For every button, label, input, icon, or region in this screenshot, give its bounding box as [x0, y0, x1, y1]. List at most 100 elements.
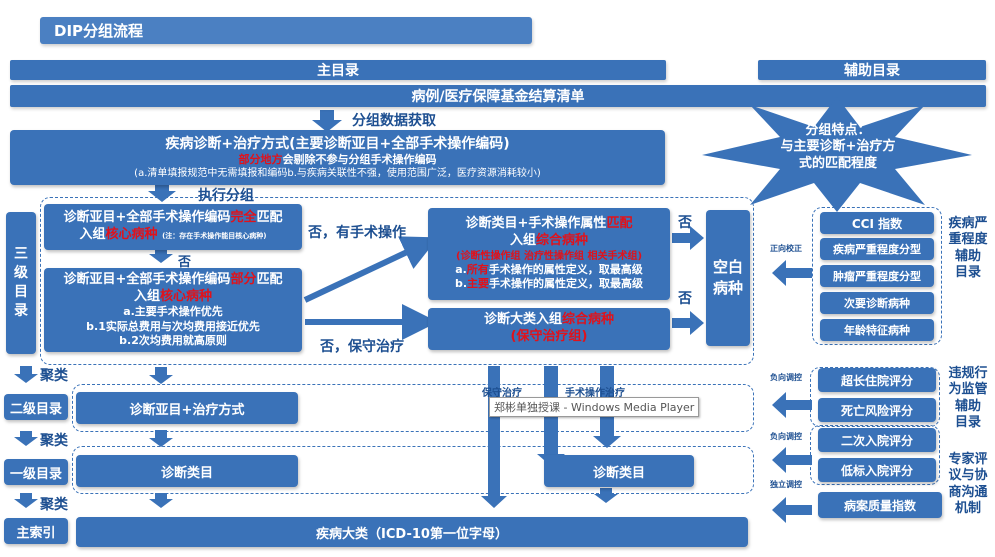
level2-box: 诊断亚目+治疗方式	[76, 392, 298, 424]
cluster-label-2: 聚类	[40, 433, 68, 449]
full-match-a: 诊断亚目+全部手术操作编码	[63, 210, 231, 226]
op-attr-rule-a-prefix: a.	[455, 263, 467, 277]
aux-region-severity	[812, 207, 942, 345]
op-attr-rule-b-prefix: b.	[454, 277, 468, 291]
exec-group-label: 执行分组	[198, 188, 254, 204]
aux-severity-label: 疾病严 重程度 辅助 目录	[948, 216, 988, 280]
level1-box-left-text: 诊断类目	[160, 465, 213, 481]
op-attr-rule-b-text: 手术操作的属性定义，取最高级	[489, 277, 644, 291]
no-conservative-label: 否，保守治疗	[320, 339, 404, 355]
arrow-down-exec	[148, 183, 176, 202]
op-attr-b-red: 综合病种	[536, 233, 589, 249]
aux-death-risk-text: 死亡风险评分	[840, 403, 913, 418]
arrow-left-cluster3	[14, 493, 38, 508]
level3-label-text: 三 级 目 录	[14, 246, 28, 319]
aux-region-neg2	[810, 425, 940, 485]
aux-tumor-severity: 肿瘤严重程度分型	[820, 265, 934, 287]
aux-secondary-diagnosis-text: 次要诊断病种	[844, 297, 910, 310]
top-box-line2-text: 会剔除不参与分组手术操作编码	[282, 152, 437, 166]
big-cat-line1: 诊断大类入组综合病种	[484, 312, 614, 329]
level1-box-left: 诊断类目	[76, 455, 298, 487]
cluster-label-3: 聚类	[40, 497, 68, 513]
feature-star	[702, 97, 972, 212]
arrow-right-big	[672, 311, 704, 335]
big-cat-a: 诊断大类入组	[483, 312, 562, 328]
op-attr-rule-b-red: 主要	[467, 277, 490, 291]
aux-cci: CCI 指数	[820, 212, 934, 234]
main-index-label: 主索引	[4, 518, 68, 544]
partial-match-rule3: b.2次均费用就高原则	[119, 334, 227, 348]
level1-box-right: 诊断类目	[544, 455, 694, 487]
cluster-label-1: 聚类	[40, 368, 68, 384]
aux-catalog-bar: 辅助目录	[758, 60, 986, 80]
top-box-line3: (a.清单填报规范中无需填报和编码b.与疾病关联性不强，使用范围广泛，医疗资源消…	[134, 168, 541, 180]
arrow-down-cons	[481, 366, 507, 508]
full-match-a2: 匹配	[256, 210, 283, 226]
neg-adjust-label-2: 负向调控	[770, 432, 802, 441]
level2-box-text: 诊断亚目+治疗方式	[129, 402, 245, 418]
arrow-left-cluster1	[14, 366, 38, 383]
neg-adjust-label-1: 负向调控	[770, 373, 802, 382]
aux-disease-severity-text: 疾病严重程度分型	[833, 243, 921, 256]
aux-record-quality: 病案质量指数	[818, 492, 942, 518]
page-title: DIP分组流程	[40, 17, 532, 44]
aux-long-stay: 超长住院评分	[818, 368, 936, 392]
op-attr-rule-a: a.所有手术操作的属性定义，取最高级	[455, 263, 643, 277]
arrow-down-lv1	[149, 430, 173, 447]
arrow-down-fetch	[312, 110, 342, 132]
arrow-down-lv2	[149, 367, 173, 384]
media-player-tooltip: 郑彬单独授课 - Windows Media Player	[489, 397, 700, 417]
op-attr-rule-b: b.主要手术操作的属性定义，取最高级	[455, 277, 643, 291]
big-category-box: 诊断大类入组综合病种 (保守治疗组)	[428, 308, 670, 350]
level1-label: 一级目录	[4, 459, 68, 485]
arrow-left-aux2	[772, 392, 812, 418]
aux-secondary-diagnosis: 次要诊断病种	[820, 292, 934, 314]
arrow-left-aux1	[772, 260, 812, 286]
full-match-a-red: 完全	[230, 210, 257, 226]
main-index-box-text: 疾病大类（ICD-10第一位字母）	[316, 526, 508, 542]
blank-disease-box: 空白 病种	[706, 210, 750, 346]
aux-death-risk: 死亡风险评分	[818, 398, 936, 422]
main-index-box: 疾病大类（ICD-10第一位字母）	[76, 517, 748, 547]
aux-tumor-severity-text: 肿瘤严重程度分型	[833, 270, 921, 283]
no-right-label-1: 否	[678, 215, 692, 231]
no-has-op-label: 否，有手术操作	[308, 225, 406, 241]
violation-label: 违规行 为监管 辅助 目录	[948, 366, 988, 430]
partial-match-a2: 匹配	[256, 271, 283, 287]
blank-disease-text: 空白 病种	[712, 258, 743, 297]
full-match-box: 诊断亚目+全部手术操作编码完全匹配 入组核心病种 (注：存在手术操作能目核心病种…	[44, 204, 302, 250]
group-region-level2	[72, 384, 754, 432]
partial-match-rule1: a.主要手术操作优先	[123, 305, 223, 319]
op-tag: 手术操作治疗	[565, 388, 625, 399]
full-match-note: (注：存在手术操作能目核心病种)	[162, 232, 267, 240]
forward-correct-label: 正向校正	[770, 244, 802, 253]
op-attr-a: 诊断类目+手术操作属性	[465, 216, 607, 232]
aux-low-admission: 低标入院评分	[818, 458, 936, 482]
aux-readmission-text: 二次入院评分	[840, 433, 913, 448]
partial-match-a: 诊断亚目+全部手术操作编码	[63, 271, 231, 287]
op-attribute-box: 诊断类目+手术操作属性匹配 入组综合病种 (诊断性操作组 治疗性操作组 相关手术…	[428, 208, 670, 300]
top-box-line1: 疾病诊断+治疗方式(主要诊断亚目+全部手术操作编码)	[165, 135, 510, 152]
arrow-down-idx	[149, 493, 173, 508]
top-box-line2-red: 部分地方	[238, 152, 283, 166]
source-list-text: 病例/医疗保障基金结算清单	[411, 89, 585, 105]
arrow-down-no	[149, 248, 173, 263]
aux-disease-severity: 疾病严重程度分型	[820, 238, 934, 260]
aux-region-neg1	[810, 367, 940, 427]
arrow-down-lv1right	[594, 488, 618, 503]
source-list-bar: 病例/医疗保障基金结算清单	[10, 85, 986, 107]
page-title-text: DIP分组流程	[54, 22, 144, 40]
diagnosis-treatment-box: 疾病诊断+治疗方式(主要诊断亚目+全部手术操作编码) 部分地方会剔除不参与分组手…	[10, 130, 665, 185]
partial-match-rule2: b.1实际总费用与次均费用接近优先	[86, 319, 260, 333]
partial-match-b-red: 核心病种	[160, 288, 213, 304]
big-cat-b-red: (保守治疗组)	[510, 329, 588, 344]
partial-match-box: 诊断亚目+全部手术操作编码部分匹配 入组核心病种 a.主要手术操作优先 b.1实…	[44, 268, 302, 352]
data-fetch-label: 分组数据获取	[352, 113, 436, 129]
partial-match-b: 入组	[133, 288, 160, 304]
op-attr-rule-a-text: 手术操作的属性定义，取最高级	[488, 263, 643, 277]
arrow-right-attr	[672, 226, 704, 250]
full-match-b-red: 核心病种	[105, 227, 158, 242]
expert-label: 专家评 议与协 商沟通 机制	[948, 452, 988, 516]
level2-label-text: 二级目录	[9, 401, 62, 417]
